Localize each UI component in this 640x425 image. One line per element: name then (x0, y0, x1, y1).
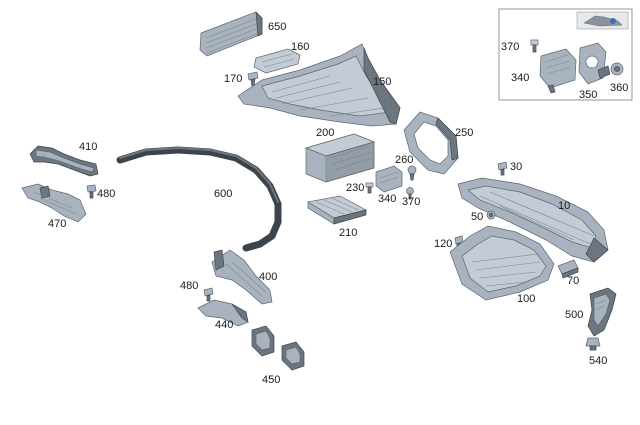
part-200-housing (304, 133, 376, 183)
label-70: 70 (567, 275, 579, 287)
part-500-bracket (587, 287, 617, 337)
part-540-cap (585, 337, 601, 351)
part-370-screw-inset (530, 39, 539, 53)
label-120: 120 (434, 238, 452, 250)
label-340-inset: 340 (511, 72, 529, 84)
label-170: 170 (224, 73, 242, 85)
label-350: 350 (579, 89, 597, 101)
label-360: 360 (610, 82, 628, 94)
label-160: 160 (291, 41, 309, 53)
label-260: 260 (395, 154, 413, 166)
part-650-panel (199, 11, 263, 57)
label-400: 400 (259, 271, 277, 283)
label-500: 500 (565, 309, 583, 321)
part-340-module-inset (539, 48, 577, 94)
label-450: 450 (262, 374, 280, 386)
label-650: 650 (268, 21, 286, 33)
part-480-clip-left (86, 184, 97, 199)
label-480-bottom: 480 (180, 280, 198, 292)
label-100: 100 (517, 293, 535, 305)
label-370-middle: 370 (402, 196, 420, 208)
part-210-filter (307, 195, 367, 225)
part-350-bracket (578, 42, 611, 85)
part-50-clip (486, 210, 496, 220)
part-160-plate (253, 48, 301, 74)
part-100-panel (449, 225, 555, 301)
label-410: 410 (79, 141, 97, 153)
label-340-middle: 340 (378, 193, 396, 205)
part-260-clip (407, 165, 417, 181)
label-470: 470 (48, 218, 66, 230)
part-410-bracket (29, 145, 99, 177)
part-360-cap (610, 62, 624, 76)
label-540: 540 (589, 355, 607, 367)
part-70-clip (557, 259, 579, 279)
part-340-module (375, 165, 403, 193)
part-30-clip (497, 161, 508, 176)
part-10-long-trim (457, 177, 609, 263)
inset-thumbnail-marker (610, 18, 616, 24)
label-600: 600 (214, 188, 232, 200)
label-50: 50 (471, 211, 483, 223)
label-150: 150 (373, 76, 391, 88)
part-600-hose (116, 146, 282, 252)
label-480-left: 480 (97, 188, 115, 200)
detail-inset: 370 340 350 360 (498, 8, 633, 101)
label-210: 210 (339, 227, 357, 239)
part-440-bracket (197, 299, 249, 327)
part-370-screw (406, 187, 414, 200)
label-230: 230 (346, 182, 364, 194)
label-200: 200 (316, 127, 334, 139)
label-370-inset: 370 (501, 41, 519, 53)
part-230-screw (365, 182, 374, 194)
part-470-bracket (21, 183, 87, 223)
part-400-duct (211, 249, 273, 305)
part-250-frame (403, 111, 459, 175)
label-30: 30 (510, 161, 522, 173)
part-150-side-trim (237, 43, 401, 127)
part-450-pieces (251, 325, 305, 371)
label-440: 440 (215, 319, 233, 331)
label-250: 250 (455, 127, 473, 139)
label-10: 10 (558, 200, 570, 212)
part-480-clip-bottom (203, 287, 214, 302)
